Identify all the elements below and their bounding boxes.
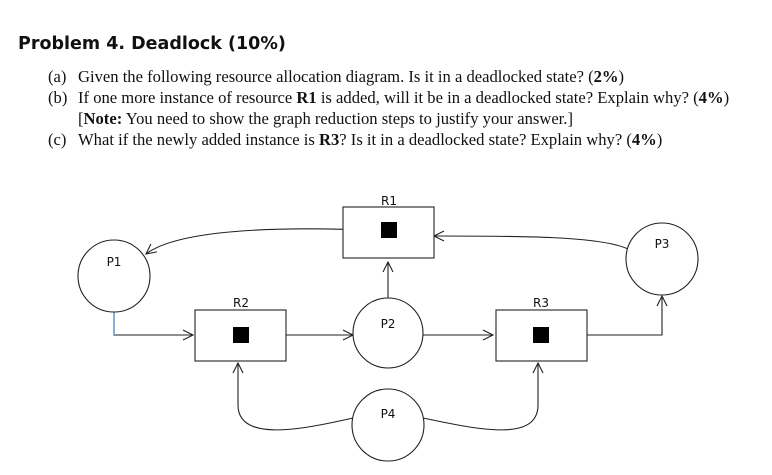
question-b: (b) If one more instance of resource R1 …: [48, 88, 730, 128]
resource-r3-label: R3: [533, 296, 549, 310]
question-a: (a) Given the following resource allocat…: [48, 67, 625, 86]
edge-p3-to-r1: [434, 236, 629, 250]
question-list: (a) Given the following resource allocat…: [48, 66, 760, 150]
process-p2-label: P2: [381, 317, 396, 331]
process-p1-label: P1: [107, 255, 122, 269]
process-p3-label: P3: [655, 237, 670, 251]
edge-p4-to-r2: [238, 363, 354, 431]
edge-p1-to-r2: [113, 312, 193, 335]
resource-r1-instance: [381, 222, 397, 238]
question-c: (c) What if the newly added instance is …: [48, 130, 663, 149]
question-a-label: (a): [48, 67, 67, 86]
problem-title: Problem 4. Deadlock (10%): [18, 34, 286, 54]
process-p3-circle: [625, 222, 699, 296]
edge-p4-to-r3: [422, 363, 538, 431]
resource-r3-instance: [533, 327, 549, 343]
resource-r2-instance: [233, 327, 249, 343]
resource-r2-label: R2: [233, 296, 249, 310]
resource-r1-label: R1: [381, 194, 397, 208]
process-p4-label: P4: [381, 407, 396, 421]
process-p2-circle: [352, 297, 424, 369]
process-p4-circle: [351, 388, 425, 462]
resource-r3-box: [495, 309, 588, 362]
process-p1-circle: [77, 239, 151, 313]
question-c-label: (c): [48, 130, 67, 149]
question-b-label: (b): [48, 88, 68, 107]
